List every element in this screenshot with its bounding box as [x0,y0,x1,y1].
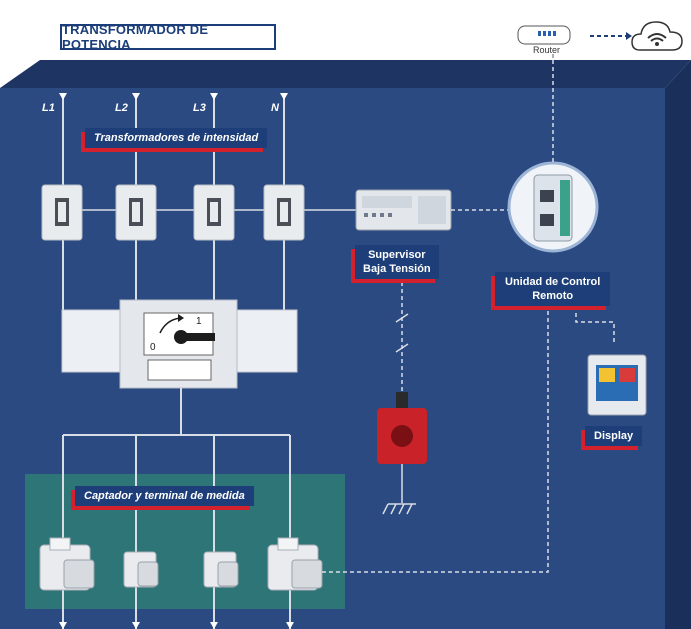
current-transformer-2 [115,184,157,241]
switch-position-off: 0 [150,342,156,353]
meter-3 [203,551,239,588]
router-icon [517,25,571,45]
meter-1 [39,537,95,591]
switch-position-on: 1 [196,316,202,327]
current-transformer-3 [193,184,235,241]
remote-unit-label-line1: Unidad de Control [505,276,601,288]
meter-label: Captador y terminal de medida [75,486,254,506]
page-title: TRANSFORMADOR DE POTENCIA [60,22,276,52]
cloud-icon [631,21,683,51]
display-device [587,354,647,416]
remote-unit-label: Unidad de Control Remoto [495,272,611,306]
router-label: Router [533,45,561,55]
phase-label-l2: L2 [115,102,128,114]
supervisor-label: Supervisor Baja Tensión [355,245,439,279]
main-switch [61,299,298,389]
panel-side-face [665,60,691,629]
remote-unit-label-line2: Remoto [532,290,574,302]
ground-symbol [382,503,416,515]
current-transformer-1 [41,184,83,241]
supervisor-label-line2: Baja Tensión [363,263,431,275]
supervisor-label-line1: Supervisor [368,249,426,261]
phase-label-l3: L3 [193,102,206,114]
meter-2 [123,551,159,588]
display-label: Display [585,426,643,446]
phase-arrows [59,93,288,100]
phase-label-l1: L1 [42,102,55,114]
leakage-sensor [377,392,427,464]
current-transformer-4 [263,184,305,241]
panel-top-face [0,60,691,88]
remote-control-unit [507,161,599,253]
meter-4 [267,537,323,591]
phase-label-n: N [271,102,279,114]
current-transformers-label: Transformadores de intensidad [85,128,268,148]
supervisor-device [355,189,452,231]
